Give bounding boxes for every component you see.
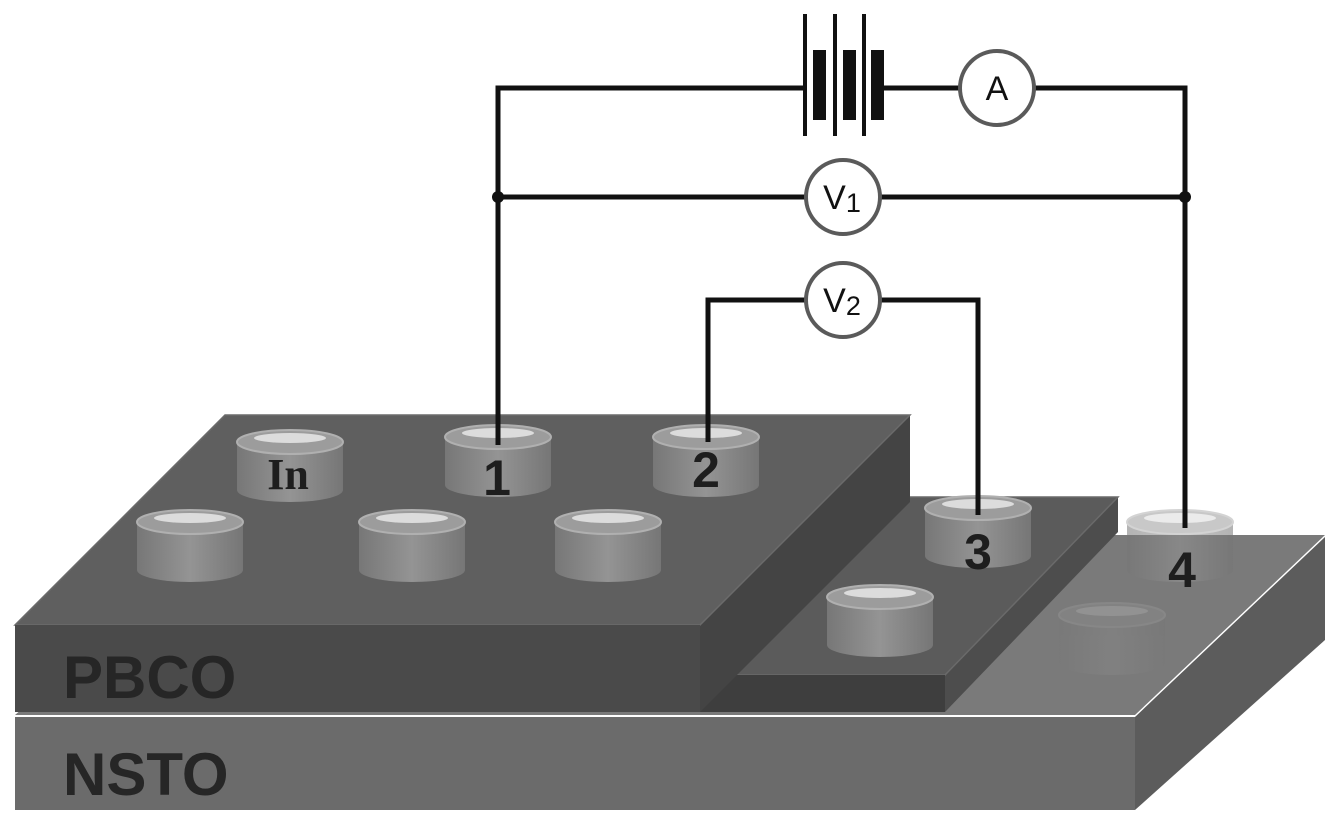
substrate-layer-label: NSTO (63, 741, 229, 808)
wire-source-left (498, 88, 805, 445)
voltmeter-2: V2 (806, 263, 880, 337)
battery-plate-thick-1 (813, 50, 826, 120)
electrode-material-label: In (267, 450, 309, 499)
ammeter-label: A (986, 70, 1009, 108)
contact-label-1: 1 (483, 450, 511, 506)
electrode-step-front (827, 585, 933, 657)
battery-plate-thin-2 (833, 14, 837, 136)
battery-icon (803, 14, 884, 136)
contact-label-3: 3 (964, 524, 992, 580)
voltmeter-2-symbol: V (823, 282, 846, 320)
wire-source-right (1034, 88, 1185, 528)
junction-right (1179, 191, 1191, 203)
battery-plate-thin-1 (803, 14, 807, 136)
voltmeter-2-index: 2 (846, 291, 861, 321)
voltmeter-1: V1 (806, 160, 880, 234)
film-layer-label: PBCO (63, 644, 236, 711)
electrode-front-middle (359, 510, 465, 582)
voltmeter-1-symbol: V (823, 179, 846, 217)
junction-left (492, 191, 504, 203)
electrode-front-left (137, 510, 243, 582)
battery-plate-thick-3 (871, 50, 884, 120)
voltmeter-1-index: 1 (846, 188, 861, 218)
battery-plate-thick-2 (843, 50, 856, 120)
pbco-step-front-face (700, 675, 945, 712)
ammeter: A (960, 51, 1034, 125)
contact-label-2: 2 (692, 442, 720, 498)
electrode-substrate-faint (1059, 603, 1165, 675)
electrode-front-right (555, 510, 661, 582)
contact-label-4: 4 (1168, 542, 1196, 598)
battery-plate-thin-3 (862, 14, 866, 136)
